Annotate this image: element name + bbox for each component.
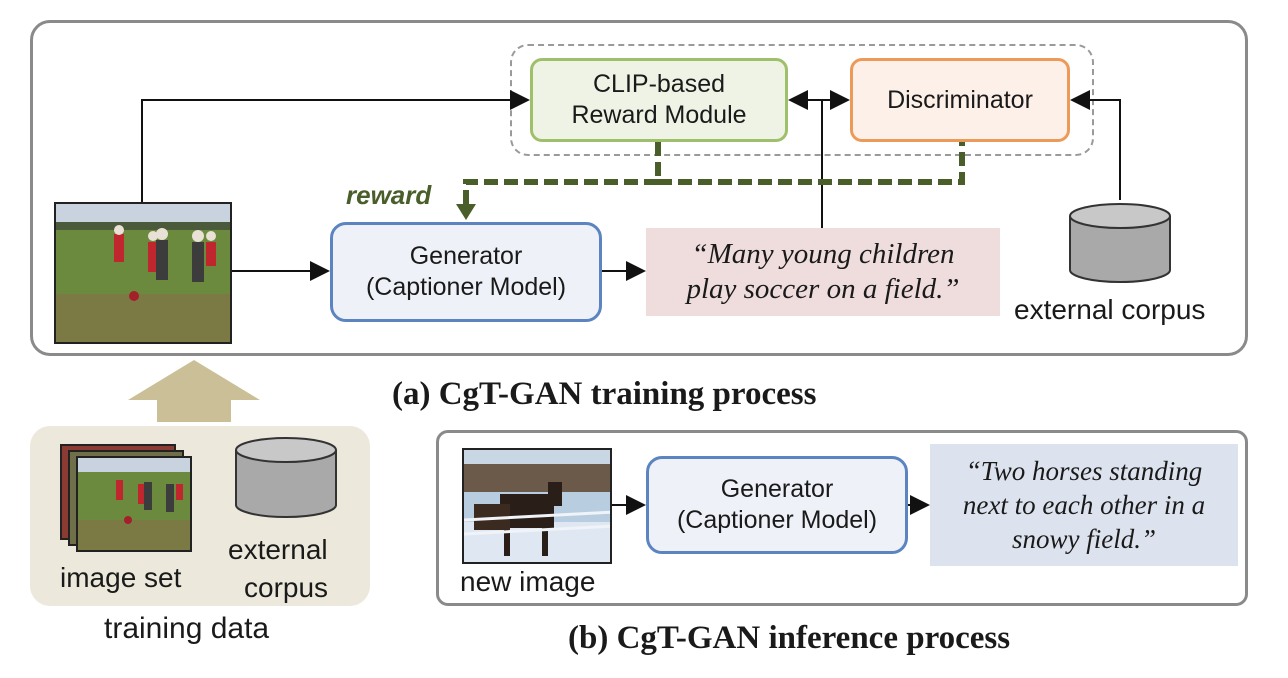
- caption-b-line-2: next to each other in a: [962, 490, 1206, 520]
- training-data-caption: training data: [104, 612, 270, 645]
- horses-photo: [462, 448, 612, 564]
- generated-caption-training: “Many young children play soccer on a fi…: [646, 228, 1000, 316]
- up-arrow-icon: [128, 360, 260, 422]
- image-set-front: [76, 456, 192, 552]
- new-image-label: new image: [460, 566, 596, 597]
- generator-box-inference: Generator (Captioner Model): [646, 456, 908, 554]
- training-corpus-label-1: external: [228, 534, 328, 565]
- external-corpus-label: external corpus: [1014, 294, 1206, 325]
- generator-label-line-2: (Captioner Model): [365, 273, 567, 301]
- training-corpus-label-2: corpus: [244, 572, 329, 603]
- clip-module-line-1: CLIP-based: [592, 70, 726, 98]
- discriminator-label: Discriminator: [887, 85, 1033, 114]
- arrow-image-to-clip: [141, 90, 530, 202]
- reward-label: reward: [346, 180, 432, 210]
- generator-b-line-1: Generator: [720, 475, 834, 503]
- image-set-label: image set: [60, 562, 182, 593]
- caption-b-line-1: “Two horses standing: [965, 456, 1203, 486]
- arrow-corpus-to-discriminator: [1070, 90, 1121, 200]
- database-cylinder-icon: [1069, 203, 1171, 283]
- generator-b-line-2: (Captioner Model): [676, 506, 878, 534]
- caption-line-2: play soccer on a field.”: [686, 273, 960, 305]
- training-title: (a) CgT-GAN training process: [392, 376, 817, 412]
- inference-title: (b) CgT-GAN inference process: [568, 620, 1011, 656]
- reward-arrow: [463, 179, 658, 205]
- caption-b-line-3: snowy field.”: [1011, 524, 1156, 554]
- reward-arrow-head: [456, 204, 476, 220]
- discriminator-box: Discriminator: [850, 58, 1070, 142]
- generator-box-training: Generator (Captioner Model): [330, 222, 602, 322]
- soccer-photo: [54, 202, 232, 344]
- reward-path: [655, 142, 965, 185]
- caption-line-1: “Many young children: [691, 238, 955, 270]
- inference-panel: [436, 430, 1248, 606]
- generator-label-line-1: Generator: [409, 242, 523, 270]
- clip-module-line-2: Reward Module: [571, 101, 747, 129]
- database-cylinder-icon-training: [235, 437, 337, 518]
- generated-caption-inference: “Two horses standing next to each other …: [930, 444, 1238, 566]
- clip-reward-module: CLIP-based Reward Module: [530, 58, 788, 142]
- training-panel: [30, 20, 1248, 356]
